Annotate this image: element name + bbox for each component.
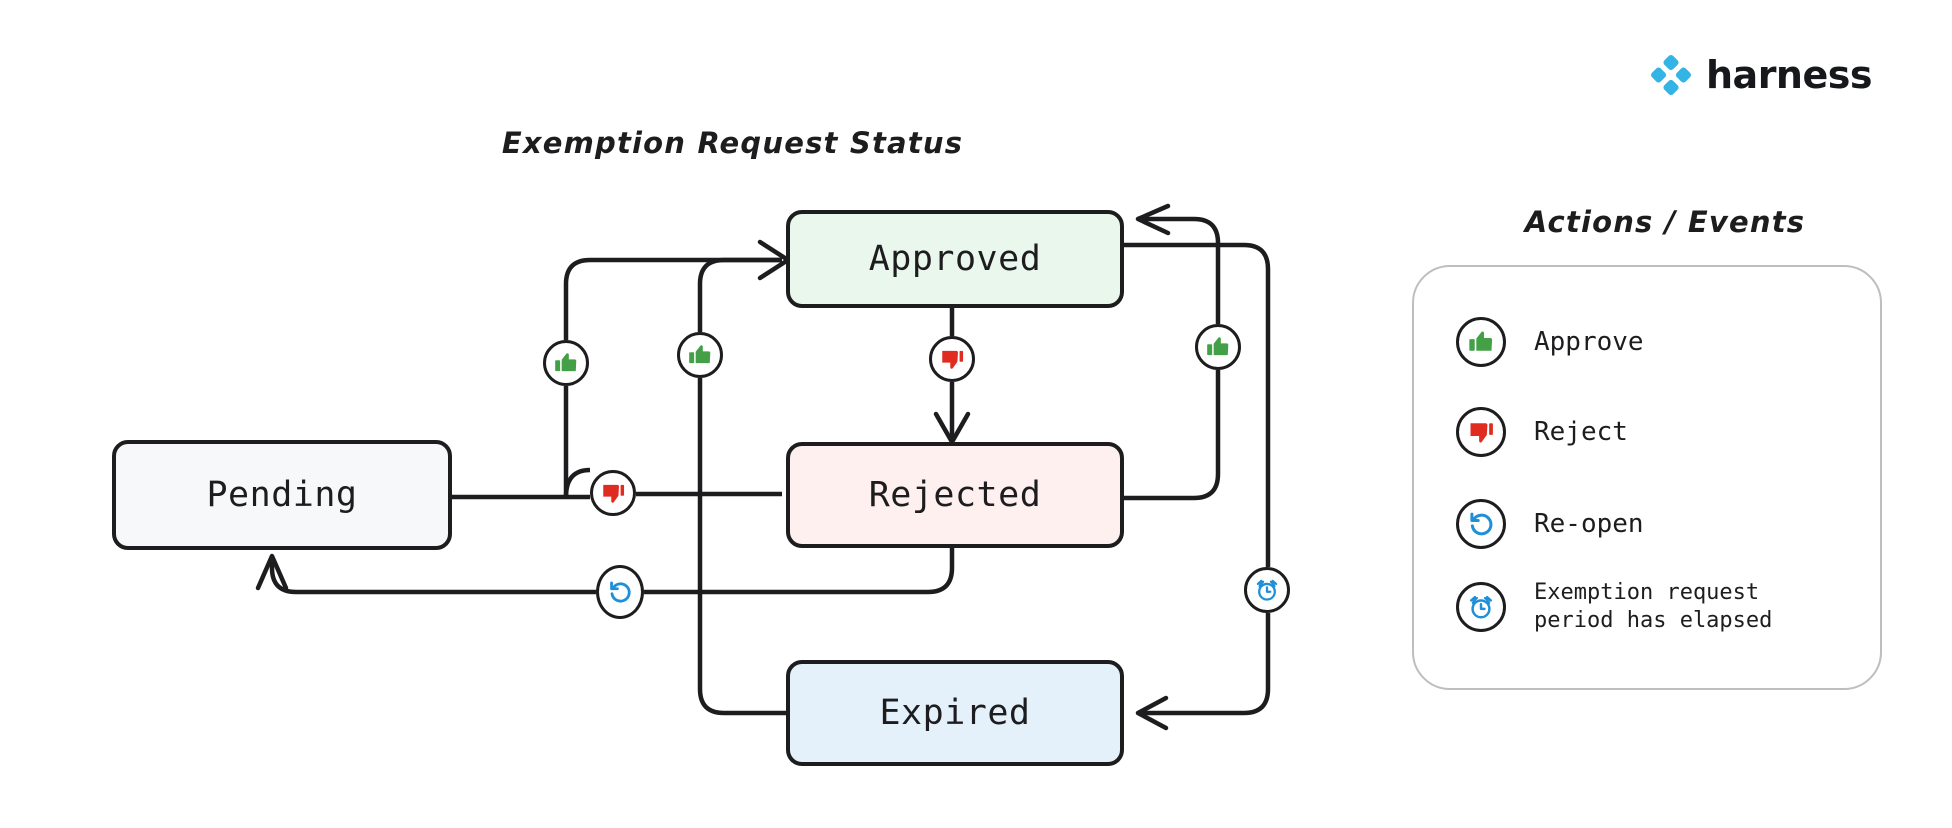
edge-badge-pending-approve[interactable] xyxy=(543,340,589,386)
legend-item-reopen: Re-open xyxy=(1456,499,1644,549)
arrowhead-into-expired-right xyxy=(1135,695,1169,731)
harness-brand: harness xyxy=(1648,52,1873,98)
arrowhead-into-approved-top xyxy=(1135,203,1171,236)
edge-pending-approve-stub xyxy=(563,467,591,498)
edge-badge-expired-approve[interactable] xyxy=(677,332,723,378)
harness-diamond-logo-icon xyxy=(1648,52,1694,98)
legend-panel: Approve Reject Re-open xyxy=(1412,265,1882,690)
edge-approved-to-expired xyxy=(1124,242,1271,716)
legend-label-reopen: Re-open xyxy=(1534,508,1644,539)
reopen-icon xyxy=(1456,499,1506,549)
reopen-icon xyxy=(607,579,633,605)
state-node-pending[interactable]: Pending xyxy=(112,440,452,550)
edge-rejected-to-pending-reopen xyxy=(269,548,955,595)
thumbs-up-icon xyxy=(1456,317,1506,367)
state-node-approved[interactable]: Approved xyxy=(786,210,1124,308)
state-node-expired[interactable]: Expired xyxy=(786,660,1124,766)
legend-label-approve: Approve xyxy=(1534,326,1644,357)
edge-badge-rejected-approve[interactable] xyxy=(1195,324,1241,370)
arrowhead-into-pending-bottom xyxy=(255,553,289,591)
legend-label-period-elapsed: Exemption request period has elapsed xyxy=(1534,580,1773,633)
legend-label-reject: Reject xyxy=(1534,416,1628,447)
diagram-title: Exemption Request Status xyxy=(501,126,964,160)
thumbs-up-icon xyxy=(553,350,579,376)
edge-badge-approved-reject[interactable] xyxy=(929,336,975,382)
harness-wordmark: harness xyxy=(1706,53,1873,97)
thumbs-down-icon xyxy=(1456,407,1506,457)
legend-item-approve: Approve xyxy=(1456,317,1644,367)
legend-item-period-elapsed: Exemption request period has elapsed xyxy=(1456,579,1772,634)
edge-badge-period-elapsed[interactable] xyxy=(1244,567,1290,613)
alarm-clock-icon xyxy=(1254,577,1280,603)
edge-badge-pending-reject[interactable] xyxy=(590,470,636,516)
legend-title: Actions / Events xyxy=(1524,205,1806,239)
edge-pending-to-approved xyxy=(563,257,782,497)
thumbs-up-icon xyxy=(687,342,713,368)
alarm-clock-icon xyxy=(1456,581,1506,632)
state-node-rejected[interactable]: Rejected xyxy=(786,442,1124,548)
thumbs-up-icon xyxy=(1205,334,1231,360)
thumbs-down-icon xyxy=(939,346,965,372)
edge-expired-to-approved xyxy=(697,257,790,716)
thumbs-down-icon xyxy=(600,480,626,506)
legend-item-reject: Reject xyxy=(1456,407,1628,457)
edge-badge-reopen[interactable] xyxy=(596,565,644,619)
